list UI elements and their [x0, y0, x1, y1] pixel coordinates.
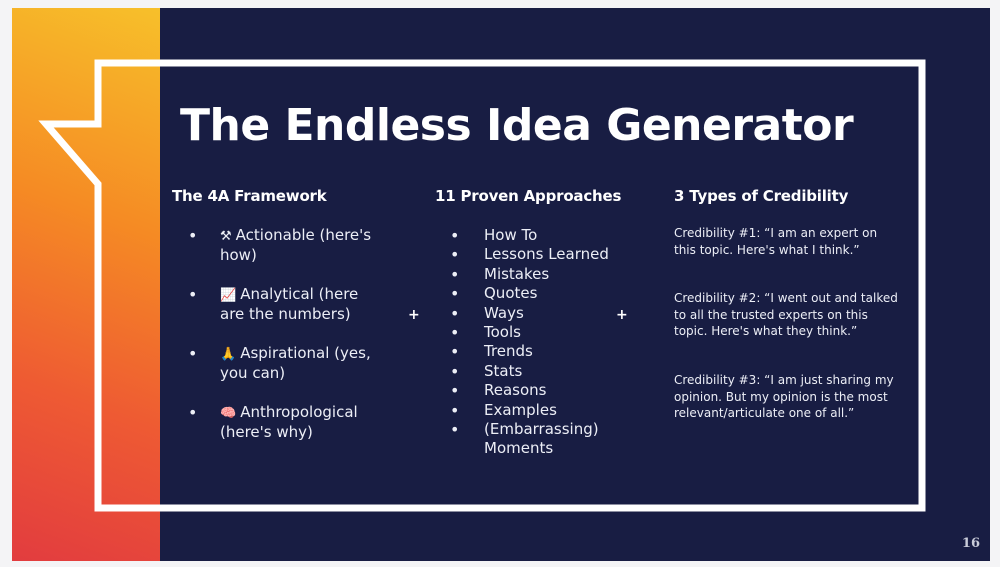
page-number: 16 [961, 536, 980, 551]
plus-separator: + [616, 307, 628, 323]
list-item-label: Actionable (here's how) [220, 226, 372, 264]
framework-list: ⚒Actionable (here's how) 📈Analytical (he… [184, 226, 384, 462]
credibility-item: Credibility #1: “I am an expert on this … [674, 226, 878, 257]
list-item: 🙏Aspirational (yes, you can) [184, 344, 384, 383]
credibility-item: Credibility #2: “I went out and talked t… [674, 291, 898, 338]
gradient-strip [12, 8, 160, 561]
list-item: 📈Analytical (here are the numbers) [184, 285, 384, 324]
brain-icon: 🧠 [220, 406, 237, 421]
slide-title: The Endless Idea Generator [180, 100, 854, 151]
folded-hands-icon: 🙏 [220, 347, 237, 362]
credibility-heading: 3 Types of Credibility [674, 187, 849, 205]
hammer-and-wrench-icon: ⚒ [220, 229, 232, 244]
list-item: Examples [446, 401, 646, 421]
speech-bubble-frame [38, 59, 926, 512]
list-item: ⚒Actionable (here's how) [184, 226, 384, 265]
credibility-item: Credibility #3: “I am just sharing my op… [674, 373, 894, 420]
approaches-heading: 11 Proven Approaches [435, 187, 622, 205]
list-item: (Embarrassing) Moments [446, 420, 634, 459]
list-item: Quotes [446, 284, 646, 304]
list-item: Mistakes [446, 265, 646, 285]
plus-separator: + [408, 307, 420, 323]
list-item: How To [446, 226, 646, 246]
list-item: Lessons Learned [446, 245, 646, 265]
list-item: Reasons [446, 381, 646, 401]
list-item: Tools [446, 323, 646, 343]
framework-heading: The 4A Framework [172, 187, 327, 205]
list-item-label: Analytical (here are the numbers) [220, 285, 359, 323]
list-item: Trends [446, 342, 646, 362]
chart-icon: 📈 [220, 288, 237, 303]
list-item-label: Aspirational (yes, you can) [220, 344, 371, 382]
list-item-label: Anthropological (here's why) [220, 403, 358, 441]
slide: The Endless Idea Generator The 4A Framew… [12, 8, 990, 561]
list-item: Ways [446, 304, 646, 324]
list-item: 🧠Anthropological (here's why) [184, 403, 384, 442]
list-item: Stats [446, 362, 646, 382]
approaches-list: How To Lessons Learned Mistakes Quotes W… [446, 226, 646, 459]
